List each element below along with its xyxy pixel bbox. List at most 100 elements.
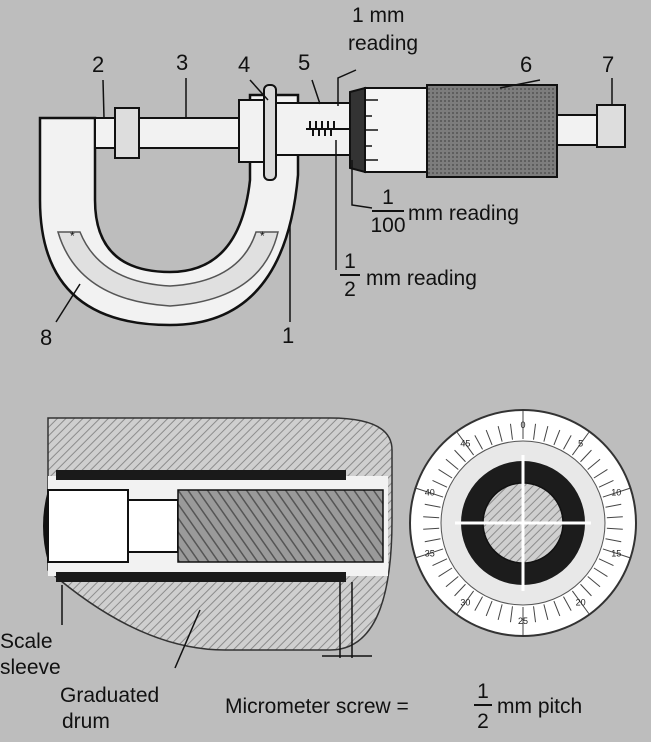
dial-tick xyxy=(602,487,630,498)
dial-tick xyxy=(474,596,483,611)
part-label-7: 7 xyxy=(602,52,614,77)
dial-tick xyxy=(606,516,623,519)
scale-sleeve-line2: sleeve xyxy=(0,656,61,679)
dial-tick xyxy=(445,576,459,588)
screw-formula-text: Micrometer screw = xyxy=(225,695,409,718)
dial-tick xyxy=(432,558,448,567)
thimble-ticks xyxy=(365,99,378,161)
dial-tick xyxy=(533,606,537,623)
screw-denominator: 2 xyxy=(477,710,489,733)
dial-label: 25 xyxy=(518,616,528,626)
lock-nut xyxy=(263,84,277,181)
micrometer-screw-thread xyxy=(177,489,384,563)
dial-tick xyxy=(456,590,475,614)
rivet-left: * xyxy=(70,229,75,243)
dial-tick xyxy=(563,596,572,611)
micrometer-upper: * * xyxy=(38,4,626,350)
dial-tick xyxy=(424,503,441,508)
hundredth-denominator: 100 xyxy=(370,214,405,237)
part-label-6: 6 xyxy=(520,52,532,77)
half-numerator: 1 xyxy=(344,250,356,273)
dial-tick xyxy=(485,600,493,617)
dial-tick xyxy=(563,435,572,450)
screw-unit-text: mm pitch xyxy=(497,695,582,718)
dial-tick xyxy=(497,426,503,442)
dial-tick xyxy=(533,423,537,440)
dial-tick xyxy=(553,600,561,617)
dial-label: 30 xyxy=(460,597,470,607)
dial-tick xyxy=(438,567,453,578)
ratchet-knob xyxy=(426,84,558,178)
anvil xyxy=(94,117,116,149)
dial-tick xyxy=(598,558,614,567)
cross-section: Scale sleeve Graduated drum Micrometer s… xyxy=(0,417,582,733)
part-label-3: 3 xyxy=(176,50,188,75)
dial-tick xyxy=(605,538,622,543)
part-label-8: 8 xyxy=(40,325,52,350)
dial-label: 20 xyxy=(576,597,586,607)
dial-tick xyxy=(438,468,453,479)
dial-tick xyxy=(571,432,590,456)
dial-tick xyxy=(509,606,513,623)
dial-tick xyxy=(423,516,440,519)
one-mm-reading-line1: 1 mm xyxy=(352,4,405,27)
dial-label: 10 xyxy=(611,488,621,498)
thimble-bevel xyxy=(349,86,366,174)
half-text: mm reading xyxy=(366,267,477,290)
section-spindle-neck xyxy=(127,499,179,553)
dial-tick xyxy=(416,487,444,498)
dial-tick xyxy=(424,538,441,543)
dial-tick xyxy=(485,429,493,446)
dial-tick xyxy=(587,576,601,588)
spindle xyxy=(138,117,240,149)
one-mm-reading-line2: reading xyxy=(348,32,418,55)
section-spindle xyxy=(47,489,129,563)
dial-tick xyxy=(474,435,483,450)
hundredth-numerator: 1 xyxy=(382,186,394,209)
inner-band-top xyxy=(56,470,346,480)
insulating-plate xyxy=(56,231,279,307)
dial-tick xyxy=(454,449,466,463)
dial-label: 35 xyxy=(425,548,435,558)
dial-tick xyxy=(598,479,614,488)
leader-lines xyxy=(55,69,613,323)
spindle-tip xyxy=(43,490,48,562)
dial-tick-marks xyxy=(416,411,630,635)
dial-label: 45 xyxy=(460,439,470,449)
dial-tick xyxy=(593,468,608,479)
dial-label: 0 xyxy=(520,420,525,430)
dial-tick xyxy=(423,527,440,530)
dial-label: 15 xyxy=(611,548,621,558)
dial-tick xyxy=(605,503,622,508)
spindle-collar xyxy=(238,99,268,163)
dial-tick xyxy=(543,604,549,620)
dial-tick xyxy=(553,429,561,446)
dial-tick xyxy=(593,567,608,578)
dial-label: 40 xyxy=(425,488,435,498)
dial-tick xyxy=(509,423,513,440)
dial-tick xyxy=(456,432,475,456)
dial-tick xyxy=(445,458,459,470)
part-label-5: 5 xyxy=(298,50,310,75)
hundredth-text: mm reading xyxy=(408,202,519,225)
dial-tick xyxy=(497,604,503,620)
dial-tick xyxy=(432,479,448,488)
screw-numerator: 1 xyxy=(477,680,489,703)
dial-tick xyxy=(606,527,623,530)
pitch-marker xyxy=(322,582,372,658)
dial-tick xyxy=(571,590,590,614)
part-label-1: 1 xyxy=(282,323,294,348)
dial-tick xyxy=(580,449,592,463)
graduated-drum-line2: drum xyxy=(62,710,110,733)
graduated-drum-line1: Graduated xyxy=(60,684,159,707)
half-denominator: 2 xyxy=(344,278,356,301)
section-leaders xyxy=(61,585,201,669)
dial-tick xyxy=(580,583,592,597)
dial-tick xyxy=(587,458,601,470)
part-label-4: 4 xyxy=(238,52,250,77)
ratchet-end xyxy=(596,104,626,148)
inner-band-bottom xyxy=(56,572,346,582)
